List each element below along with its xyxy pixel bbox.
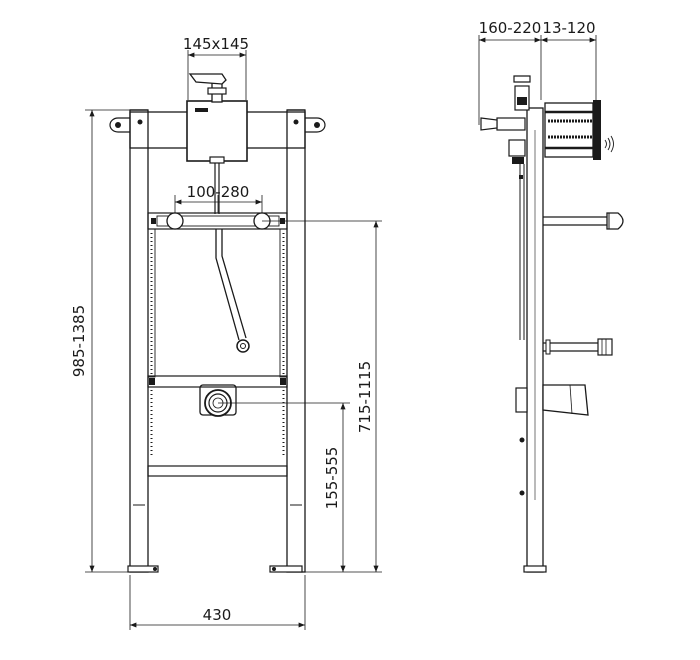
side-bracket-arm (543, 212, 624, 230)
drain-outlet (199, 384, 237, 417)
bottom-cross-bar (147, 465, 288, 477)
flush-valve-box (186, 100, 248, 164)
pipe-offsets-label: 100-280 (187, 183, 250, 201)
total-height-label: 985-1385 (70, 305, 88, 377)
side-view (480, 75, 624, 573)
side-pipe-connector (543, 338, 613, 356)
side-valve-assembly (480, 117, 526, 340)
box-logo (195, 108, 208, 112)
left-mounting-bracket (109, 117, 130, 133)
side-sensor-panel (544, 100, 614, 160)
side-depth-label: 160-220 (479, 19, 542, 37)
dimension-labels: 145x145 100-280 985-1385 715-1115 155-55… (70, 19, 596, 624)
flush-pipe (215, 229, 250, 353)
side-drain-outlet (515, 384, 589, 416)
box-size-label: 145x145 (183, 35, 249, 53)
right-mounting-bracket (305, 117, 326, 133)
drain-height-label: 155-555 (323, 447, 341, 510)
right-foot (269, 504, 303, 573)
side-inlet-valve (513, 75, 531, 111)
front-view (109, 73, 326, 573)
left-foot (127, 504, 159, 573)
left-upright (129, 109, 149, 573)
dimension-lines (85, 35, 597, 630)
side-offset-label: 13-120 (542, 19, 595, 37)
drain-support-bar (147, 375, 288, 388)
right-upright (286, 109, 306, 573)
width-label: 430 (203, 606, 232, 624)
water-inlet-valve (188, 73, 227, 103)
upper-height-label: 715-1115 (356, 361, 374, 433)
